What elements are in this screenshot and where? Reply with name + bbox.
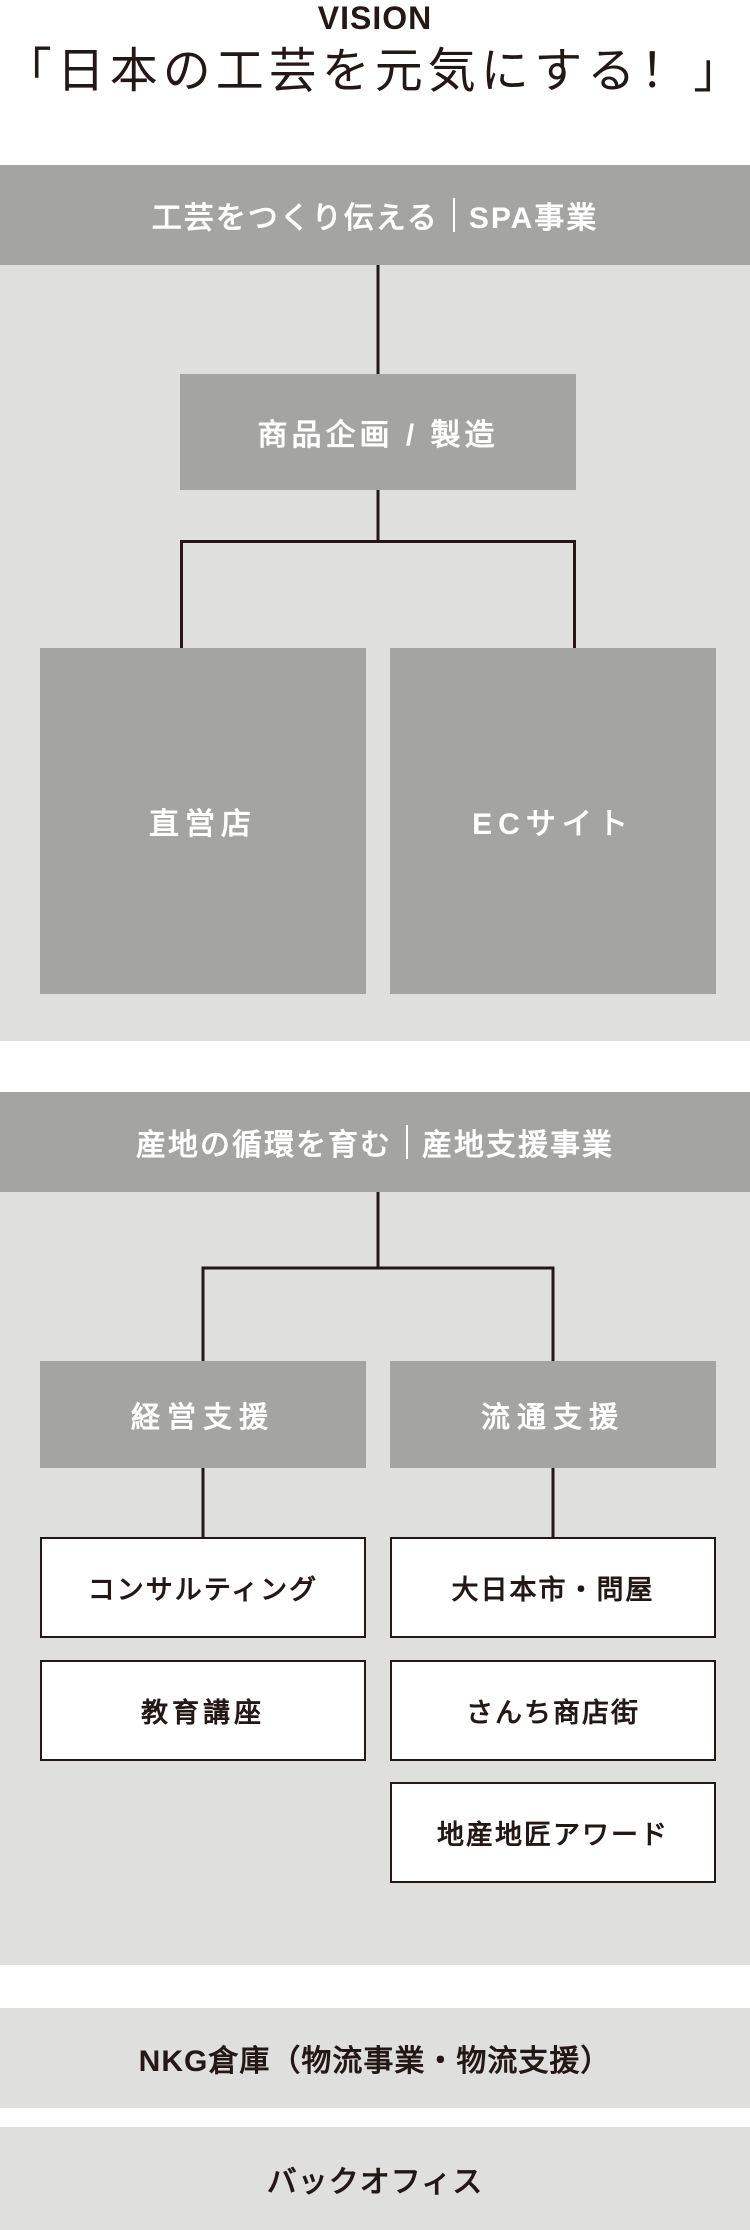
sanchi-section-tagline: 産地の循環を育む <box>136 1129 392 1162</box>
spa-header-divider <box>452 198 455 232</box>
sanchi-shotengai-box: さんち商店街 <box>390 1660 716 1761</box>
education-course-box: 教育講座 <box>40 1660 366 1761</box>
distribution-support-box: 流通支援 <box>390 1361 716 1468</box>
management-support-box: 経営支援 <box>40 1361 366 1468</box>
dainipponichi-tonya-box: 大日本市・問屋 <box>390 1537 716 1638</box>
spa-section-business-name: SPA事業 <box>468 202 599 235</box>
chisan-chisho-award-box: 地産地匠アワード <box>390 1782 716 1883</box>
sanchi-section-header: 産地の循環を育む 産地支援事業 <box>0 1092 750 1192</box>
vision-eyebrow: VISION <box>317 0 433 36</box>
direct-store-box: 直営店 <box>40 648 366 994</box>
sanchi-header-divider <box>406 1125 408 1159</box>
spa-section-header: 工芸をつくり伝える SPA事業 <box>0 165 750 265</box>
product-planning-manufacturing-box: 商品企画 / 製造 <box>180 374 576 490</box>
consulting-box: コンサルティング <box>40 1537 366 1638</box>
spa-section-tagline: 工芸をつくり伝える <box>151 202 439 235</box>
back-office-bar: バックオフィス <box>0 2127 750 2230</box>
nkg-warehouse-bar: NKG倉庫（物流事業・物流支援） <box>0 2008 750 2108</box>
vision-slogan: 「日本の工芸を元気にする！」 <box>3 45 747 98</box>
ec-site-box: ECサイト <box>390 648 716 994</box>
sanchi-section-business-name: 産地支援事業 <box>422 1129 614 1162</box>
